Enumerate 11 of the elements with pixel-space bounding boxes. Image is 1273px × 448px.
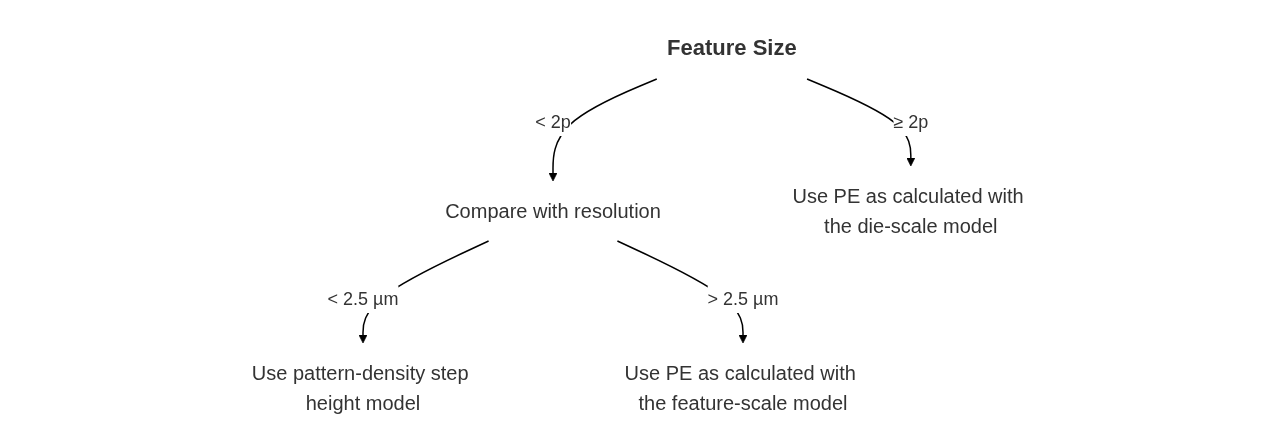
- edge-label: > 2.5 µm: [707, 288, 779, 309]
- node-text: Use pattern-density step height model: [251, 361, 469, 414]
- arrow: [548, 77, 658, 181]
- node-text: Compare with resolution: [444, 199, 661, 222]
- edge-label: < 2.5 µm: [327, 288, 399, 309]
- node-text: Use PE as calculated with the die-scale model: [792, 184, 1024, 237]
- node-text: Use PE as calculated with the feature-scale model: [624, 361, 856, 414]
- edge-label: ≥ 2p: [892, 111, 928, 132]
- node-text: Feature Size: [666, 34, 797, 60]
- arrow: [805, 77, 915, 166]
- edge-label: < 2p: [534, 111, 571, 132]
